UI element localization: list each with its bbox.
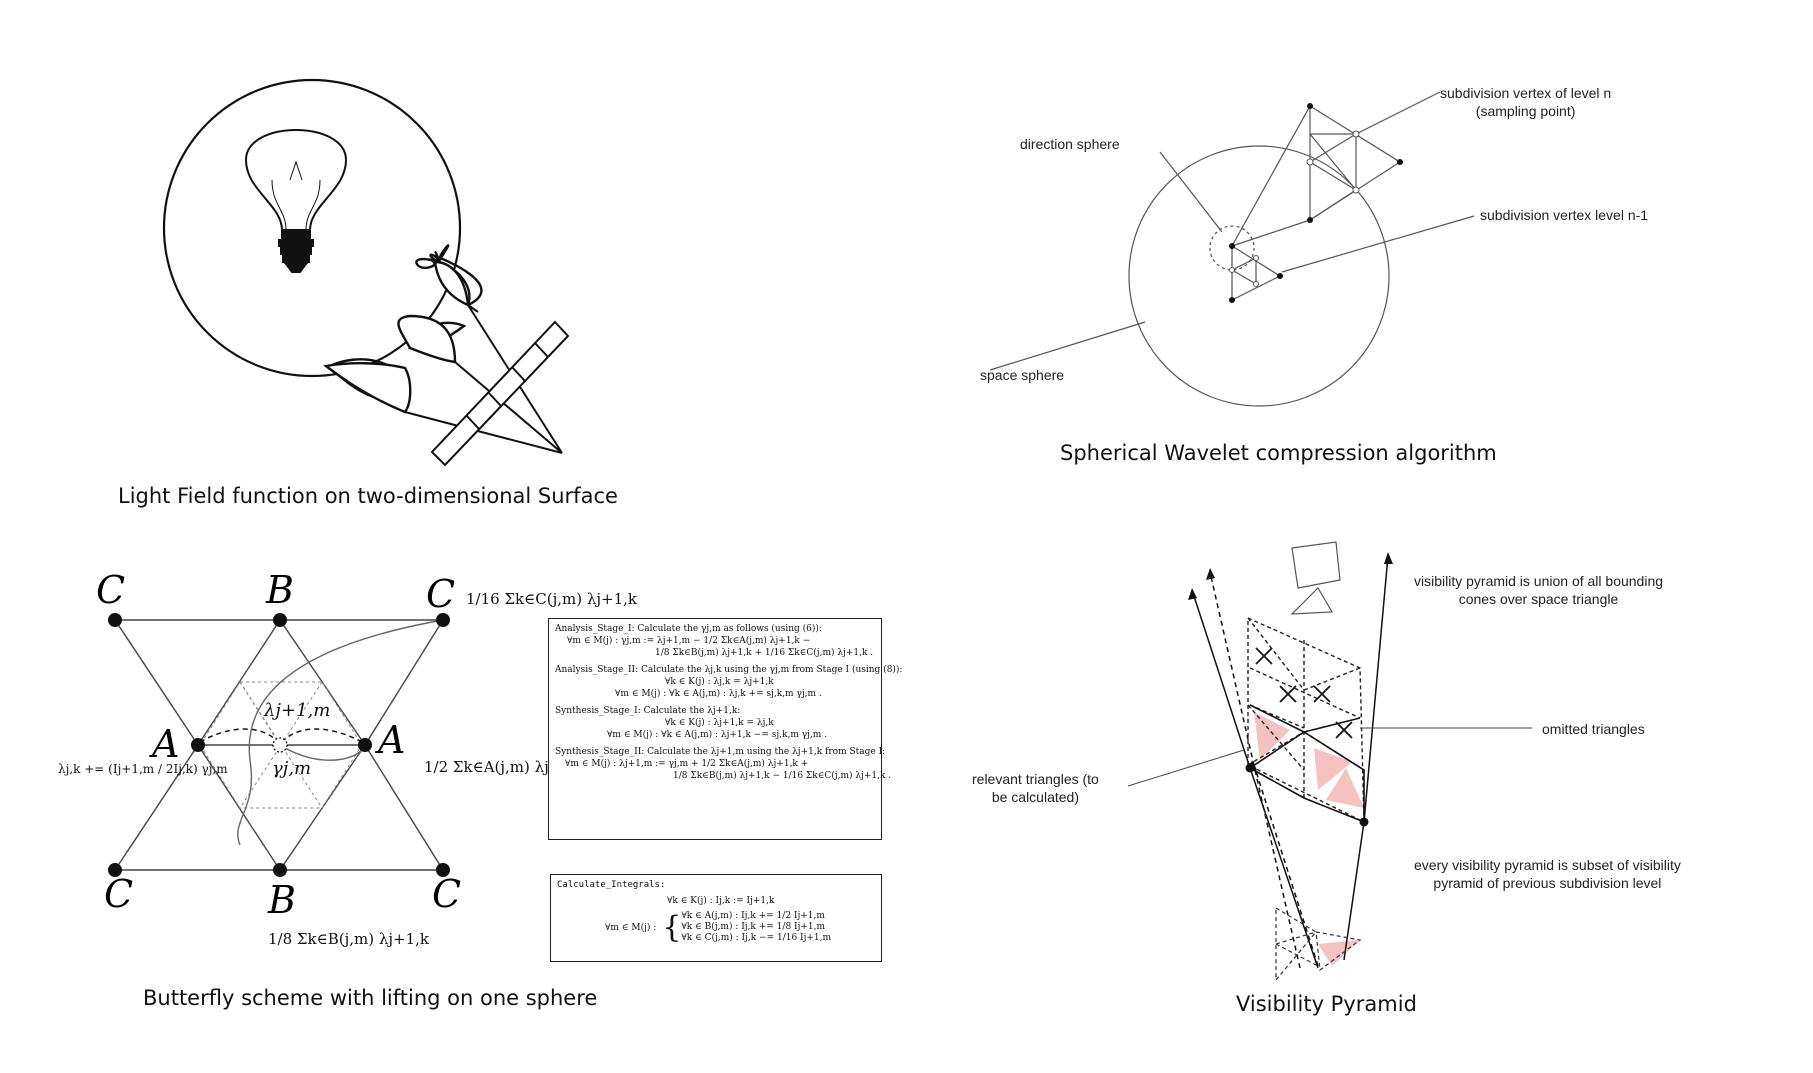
gamma-center-label: γj,m (272, 758, 312, 779)
vertex-level-n-line1: subdivision vertex of level n (1440, 85, 1612, 101)
light-field-caption: Light Field function on two-dimensional … (118, 484, 618, 508)
relevant-triangles-line2: be calculated) (991, 789, 1079, 805)
spherical-wavelet-caption: Spherical Wavelet compression algorithm (1060, 441, 1497, 465)
algo-line: Analysis_Stage_II: Calculate the λj,k us… (555, 665, 903, 675)
formula-B-label: 1/8 Σk∈B(j,m) λj+1,k (268, 930, 429, 948)
visibility-union-label: visibility pyramid is union of all bound… (1414, 572, 1663, 608)
algo-line: Synthesis_Stage_I: Calculate the λj+1,k: (555, 706, 741, 716)
vertex-level-n1-label: subdivision vertex level n-1 (1480, 207, 1649, 223)
relevant-triangles-line1: relevant triangles (to (972, 771, 1099, 787)
formula-C-label: 1/16 Σk∈C(j,m) λj+1,k (466, 590, 637, 608)
algo-line: ∀m ∈ M(j) : ∀k ∈ A(j,m) : λj,k += sj,k,m… (615, 689, 822, 699)
subset-line1: every visibility pyramid is subset of vi… (1414, 857, 1681, 873)
lifting-algorithm-box: Analysis_Stage_I: Calculate the γj,m as … (548, 618, 903, 840)
vertex-C-bottom-right: C (432, 872, 462, 916)
lobe-1 (433, 260, 470, 307)
camera-icon (1290, 541, 1341, 615)
sensor-strip (430, 320, 570, 467)
formula-left-label: λj,k += (Ij+1,m / 2Ij,k) γj,m (58, 762, 228, 776)
lobe-3 (323, 362, 412, 414)
direction-sphere-circle (1209, 225, 1255, 271)
vertex-B-top: B (266, 568, 294, 612)
light-source-sphere (162, 78, 462, 378)
vertex-C-bottom-left: C (104, 872, 134, 916)
vertex-level-n-line2: (sampling point) (1475, 103, 1576, 119)
algo-line: ∀k ∈ K(j) : λj+1,k = λj,k (665, 718, 774, 728)
lambda-center-label: λj+1,m (264, 700, 331, 721)
algo-line: Analysis_Stage_I: Calculate the γj,m as … (555, 624, 822, 634)
vertex-A-left: A (152, 722, 180, 766)
vertex-A-right: A (378, 718, 406, 762)
lobe-2 (397, 314, 457, 364)
subset-label: every visibility pyramid is subset of vi… (1414, 856, 1681, 892)
vertex-B-bottom: B (268, 878, 296, 922)
algo-line: ∀m ∈ M(j) : λj+1,m := γj,m + 1/2 Σk∈A(j,… (565, 759, 809, 769)
algo-line: ∀m ∈ M(j) : ∀k ∈ A(j,m) : λj+1,k −= sj,k… (607, 730, 828, 740)
visibility-union-line2: cones over space triangle (1458, 591, 1619, 607)
vertex-C-top-left: C (96, 568, 126, 612)
vertex-level-n-label: subdivision vertex of level n (sampling … (1440, 84, 1611, 120)
integrals-line: ∀k ∈ K(j) : Ij,k := Ij+1,k (667, 896, 775, 906)
integrals-brace: { (662, 909, 682, 945)
light-bulb-icon (244, 129, 348, 273)
algo-line: ∀k ∈ K(j) : λj,k = λj+1,k (665, 677, 774, 687)
integrals-line: ∀k ∈ A(j,m) : Ij,k += 1/2 Ij+1,m (681, 911, 825, 921)
visibility-caption: Visibility Pyramid (1236, 992, 1417, 1016)
formula-A-label: 1/2 Σk∈A(j,m) λj+1,j (424, 758, 581, 776)
algo-line: Synthesis_Stage_II: Calculate the λj+1,m… (555, 747, 886, 757)
algo-line: 1/8 Σk∈B(j,m) λj+1,k − 1/16 Σk∈C(j,m) λj… (673, 771, 892, 781)
algo-line: ∀m ∈ M(j) : γj,m := λj+1,m − 1/2 Σk∈A(j,… (567, 636, 811, 646)
space-sphere-circle (1128, 145, 1390, 407)
algo-line: 1/8 Σk∈B(j,m) λj+1,k + 1/16 Σk∈C(j,m) λj… (655, 648, 874, 658)
integrals-line: Calculate_Integrals: (557, 880, 666, 890)
omitted-triangles-label: omitted triangles (1542, 721, 1645, 737)
visibility-union-line1: visibility pyramid is union of all bound… (1414, 573, 1664, 589)
integrals-box: Calculate_Integrals: ∀k ∈ K(j) : Ij,k :=… (550, 874, 882, 962)
space-sphere-label: space sphere (980, 367, 1065, 383)
butterfly-caption: Butterfly scheme with lifting on one sph… (143, 986, 598, 1010)
integrals-line: ∀k ∈ B(j,m) : Ij,k += 1/8 Ij+1,m (681, 922, 826, 932)
vertex-C-top-right: C (426, 572, 456, 616)
direction-sphere-label: direction sphere (1020, 136, 1120, 152)
integrals-line: ∀m ∈ M(j) : (605, 922, 657, 933)
subset-line2: pyramid of previous subdivision level (1433, 875, 1662, 891)
relevant-triangles-label: relevant triangles (to be calculated) (972, 770, 1099, 806)
integrals-line: ∀k ∈ C(j,m) : Ij,k −= 1/16 Ij+1,m (681, 933, 832, 943)
